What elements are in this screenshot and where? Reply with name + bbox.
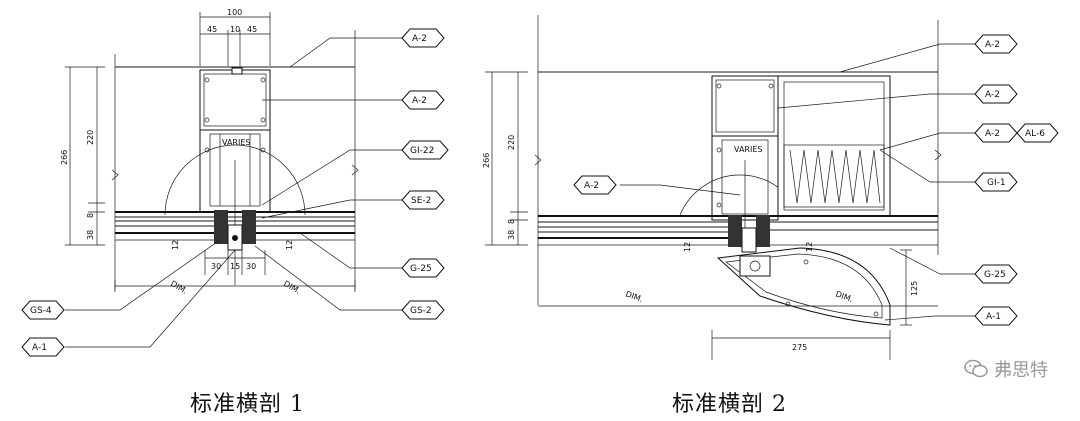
dim-r-width-left: DIM. (624, 289, 644, 304)
dim-top-width: 100 (227, 8, 242, 17)
label-varies-right: VARIES (734, 145, 762, 154)
dim-small-right: 12 (285, 240, 294, 250)
tag-left-gs2: GS-2 (401, 300, 445, 320)
dim-top-right: 45 (247, 25, 257, 34)
svg-text:A-2: A-2 (412, 34, 427, 44)
tag-right-a2-panel: A-2 (974, 123, 1018, 143)
tag-left-a2-top: A-2 (401, 28, 445, 48)
dim-bottom-mid: 15 (230, 262, 240, 271)
dim-r-small-left: 12 (683, 242, 692, 252)
svg-text:A-1: A-1 (986, 312, 1001, 322)
tag-right-al6: AL-6 (1016, 123, 1059, 143)
tag-right-a2-left: A-2 (573, 175, 617, 195)
caption-right: 标准横剖 2 (672, 392, 787, 417)
dim-height-lower: 38 (86, 230, 95, 240)
tag-right-a1: A-1 (974, 306, 1018, 326)
svg-text:SE-2: SE-2 (411, 196, 431, 206)
svg-text:A-2: A-2 (985, 90, 1000, 100)
caption-left: 标准横剖 1 (190, 392, 305, 417)
dim-bottom-left: 30 (211, 262, 221, 271)
dim-r-height-lower: 38 (507, 230, 516, 240)
left-section-drawing: 100 45 10 45 266 220 38 8 VARIES (21, 8, 449, 357)
tag-left-g25: G-25 (401, 258, 445, 278)
dim-r-275: 275 (792, 343, 807, 352)
tag-left-a2-mid: A-2 (401, 90, 445, 110)
dim-width-right: DIM. (282, 279, 302, 296)
wechat-icon (964, 359, 988, 378)
label-varies-left: VARIES (222, 138, 250, 147)
dim-bottom-right: 30 (246, 262, 256, 271)
svg-text:G-25: G-25 (410, 264, 432, 274)
watermark: 弗思特 (964, 356, 1048, 382)
dim-r-height-upper: 220 (507, 135, 516, 150)
dim-height-lower2: 8 (86, 213, 95, 218)
tag-left-gs4: GS-4 (21, 300, 65, 320)
svg-text:G-25: G-25 (984, 270, 1006, 280)
dim-r-height-total: 266 (482, 153, 491, 168)
right-section-drawing: 266 220 38 8 VARIES (482, 15, 1059, 360)
svg-text:AL-6: AL-6 (1025, 129, 1045, 139)
svg-text:A-2: A-2 (412, 96, 427, 106)
svg-text:GI-22: GI-22 (410, 146, 434, 156)
svg-text:GI-1: GI-1 (987, 178, 1006, 188)
svg-text:A-2: A-2 (584, 181, 599, 191)
tag-right-a2-top: A-2 (974, 34, 1018, 54)
tag-right-a2-mid: A-2 (974, 84, 1018, 104)
svg-text:GS-2: GS-2 (410, 306, 432, 316)
dim-height-upper: 220 (86, 130, 95, 145)
tag-right-gi1: GI-1 (974, 172, 1018, 192)
svg-text:A-2: A-2 (985, 129, 1000, 139)
dim-height-total: 266 (60, 150, 69, 165)
svg-text:A-2: A-2 (985, 40, 1000, 50)
tag-left-a1: A-1 (21, 337, 65, 357)
dim-top-left: 45 (207, 25, 217, 34)
svg-text:GS-4: GS-4 (30, 306, 52, 316)
dim-r-small-right: 12 (805, 242, 814, 252)
svg-text:A-1: A-1 (32, 343, 47, 353)
dim-width-left: DIM. (169, 279, 189, 296)
dim-top-mid: 10 (230, 25, 240, 34)
tag-left-gi22: GI-22 (401, 140, 449, 160)
tag-left-se2: SE-2 (401, 190, 445, 210)
watermark-text: 弗思特 (994, 360, 1048, 381)
tag-right-g25: G-25 (974, 264, 1018, 284)
dim-r-height-lower2: 8 (507, 219, 516, 224)
dim-r-125: 125 (910, 281, 919, 296)
dim-small-left: 12 (171, 240, 180, 250)
